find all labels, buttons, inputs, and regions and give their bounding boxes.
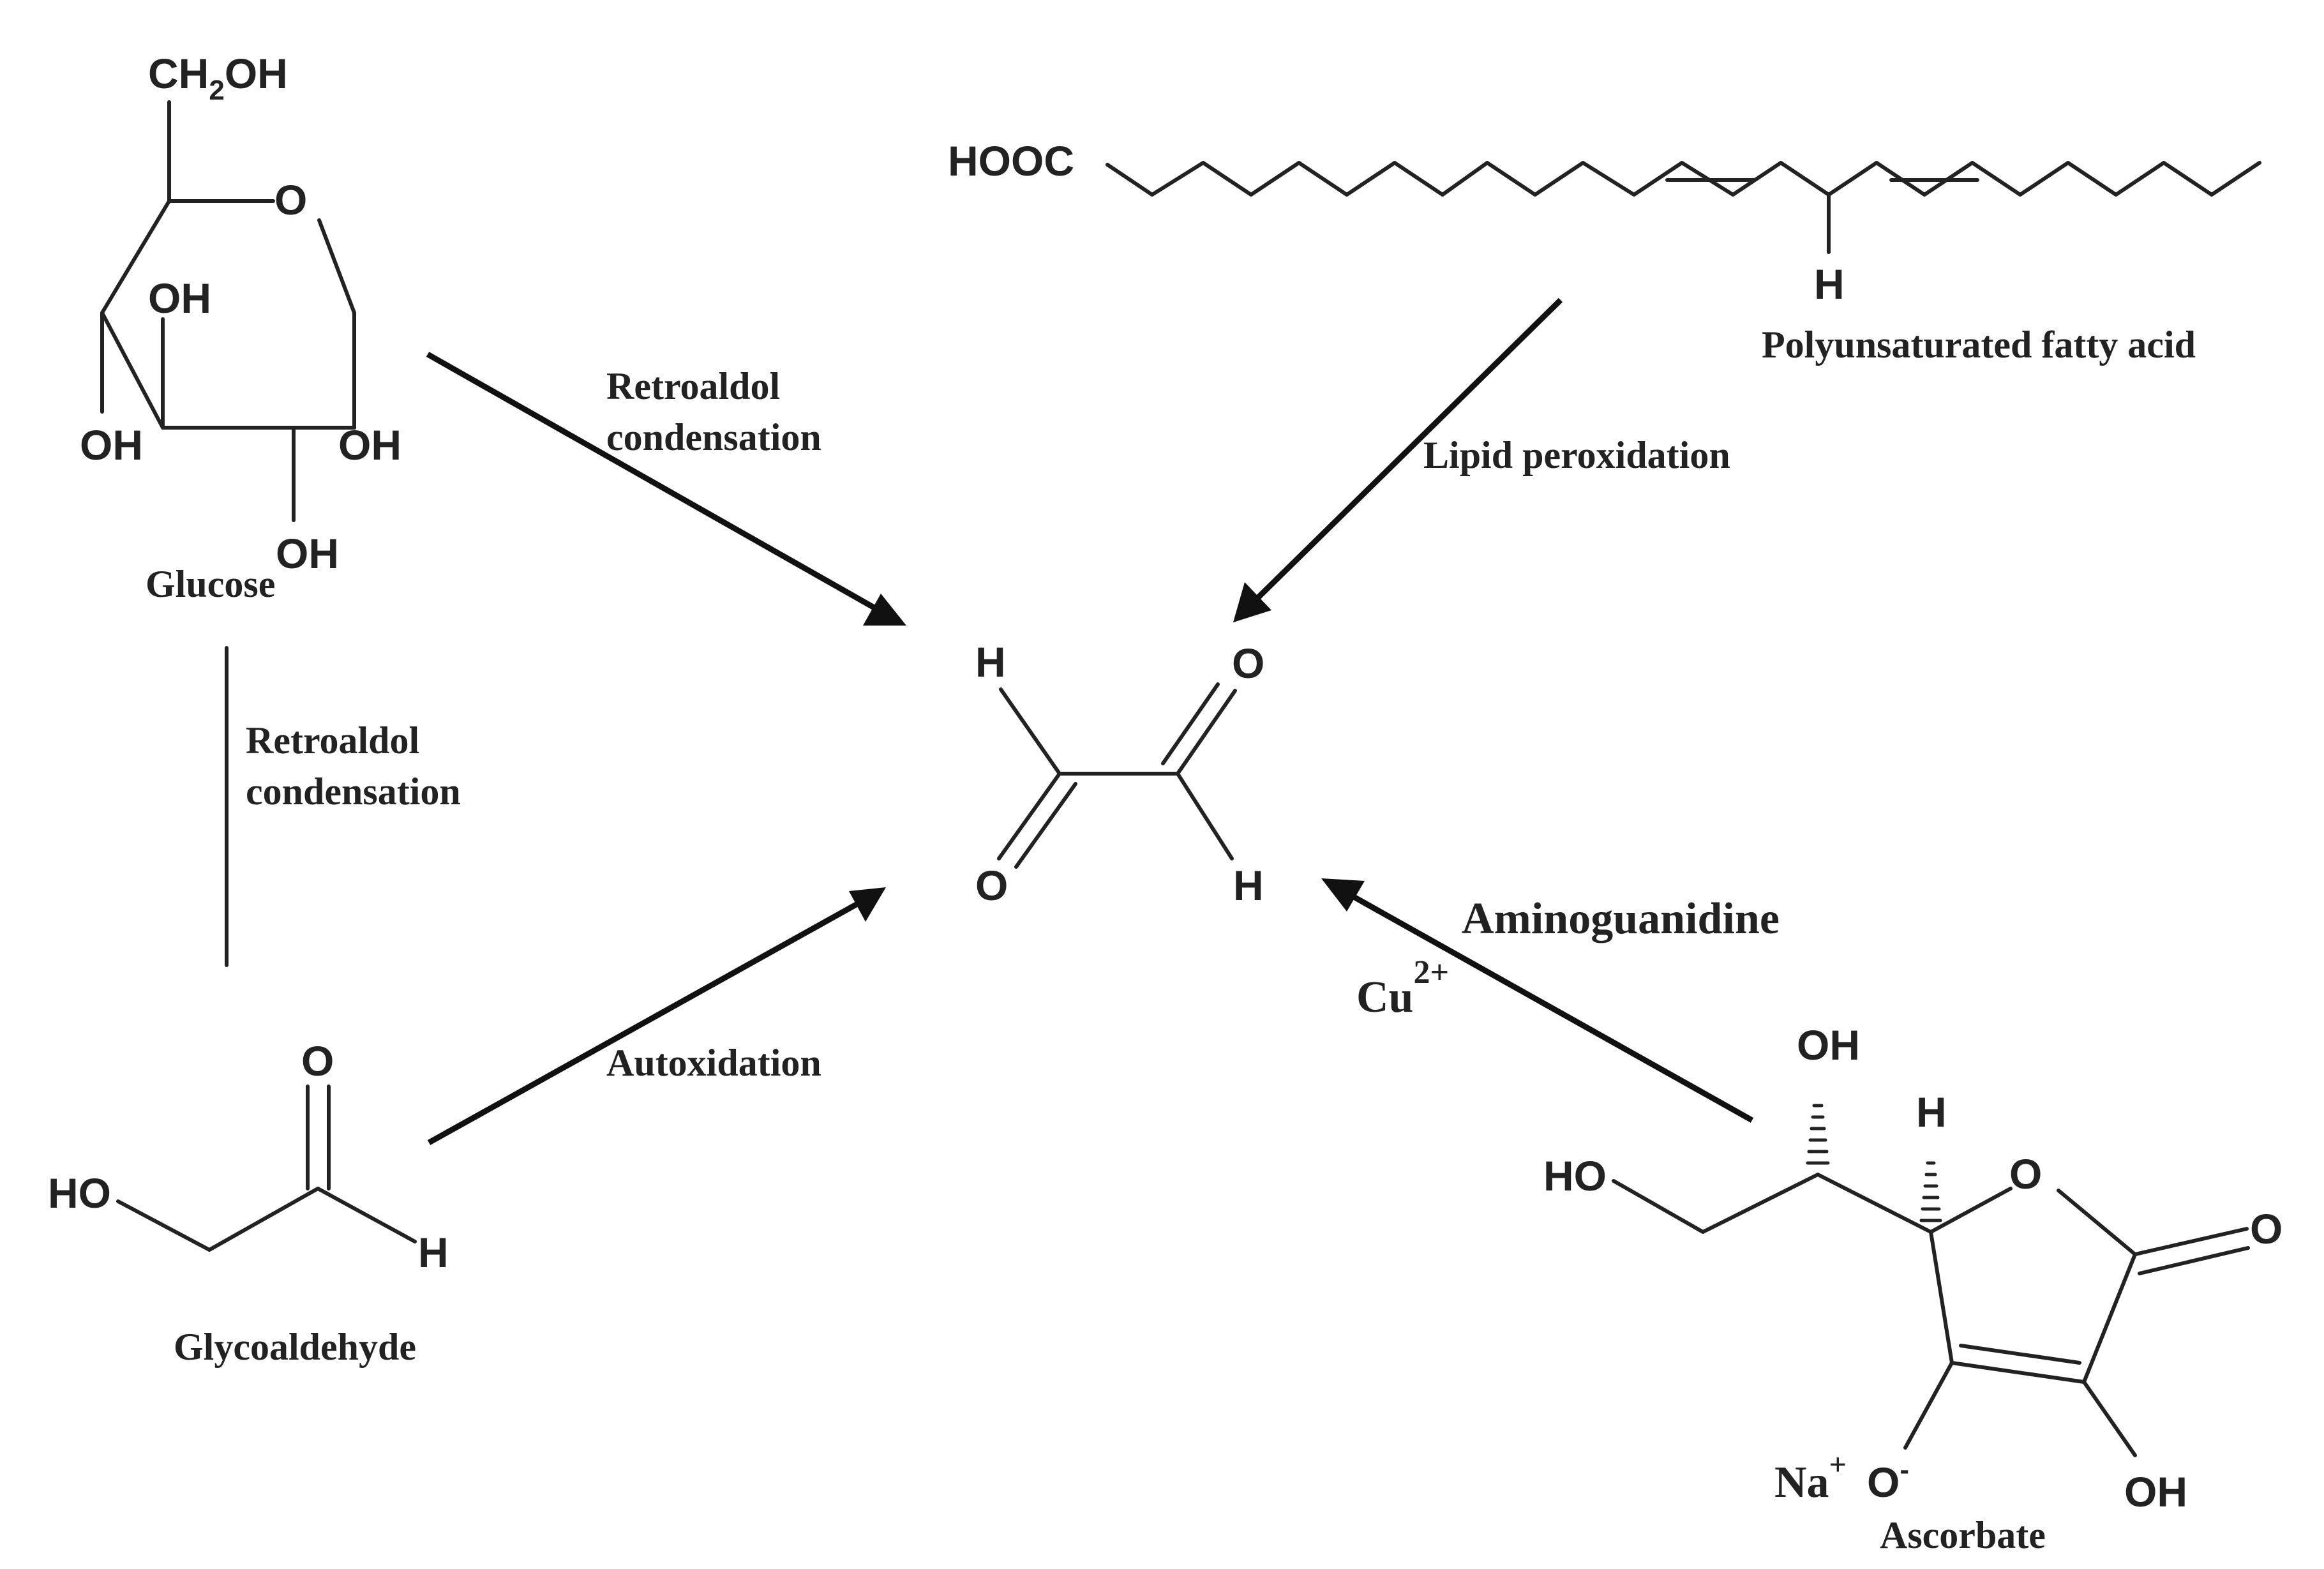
retroaldol-label-line2: condensation [606, 416, 821, 458]
ascorbate-oh-top: OH [1797, 1021, 1860, 1069]
glyoxal-h-left: H [975, 638, 1006, 686]
retroaldol-b-label-line2: condensation [246, 770, 461, 813]
glyoxal-h-right: H [1233, 862, 1264, 909]
glyoxal-molecule: H O O H [975, 638, 1264, 909]
glycoaldehyde-o: O [301, 1037, 334, 1085]
aminoguanidine-label: Aminoguanidine [1462, 894, 1780, 943]
arrow-ascorbate [1321, 878, 1754, 1123]
ascorbate-o-minus: O- [1867, 1454, 1909, 1506]
retroaldol-b-label-line1: Retroaldol [246, 719, 419, 762]
pufa-h: H [1814, 260, 1845, 308]
ascorbate-label: Ascorbate [1880, 1514, 2046, 1556]
arrow-autoxidation [427, 887, 886, 1145]
glycoaldehyde-h: H [418, 1229, 449, 1276]
arrow-lipid-peroxidation [1233, 297, 1563, 622]
ascorbate-na: Na+ [1774, 1448, 1847, 1507]
glucose-label: Glucose [146, 563, 275, 605]
glyoxal-o-right: O [1232, 640, 1264, 687]
glycoaldehyde-label: Glycoaldehyde [174, 1326, 416, 1368]
arrow-retroaldol-glucose [426, 352, 906, 626]
glucose-molecule: CH2OH O OH OH OH OH Glucose [80, 50, 401, 605]
glycoaldehyde-molecule: O H HO Glycoaldehyde [48, 1037, 449, 1368]
pufa-hooc: HOOC [948, 137, 1074, 184]
retroaldol-label-line1: Retroaldol [606, 365, 780, 407]
glucose-ring-o: O [274, 176, 307, 223]
copper-label: Cu2+ [1356, 954, 1449, 1022]
glyoxal-o-left: O [975, 862, 1008, 909]
glucose-ch2-text: CH2OH [148, 50, 288, 106]
ascorbate-oh-bottom: OH [2124, 1468, 2187, 1515]
pufa-molecule: HOOC H Polyunsaturated fatty acid [948, 137, 2261, 366]
pufa-label: Polyunsaturated fatty acid [1762, 324, 2196, 366]
glucose-oh-c1: OH [338, 421, 401, 469]
ascorbate-hash-h [1919, 1161, 1942, 1222]
ascorbate-ring-o: O [2009, 1150, 2042, 1197]
glycoaldehyde-ho: HO [48, 1169, 111, 1217]
ascorbate-ho: HO [1543, 1152, 1607, 1199]
ascorbate-h: H [1916, 1088, 1947, 1136]
ascorbate-carbonyl-o: O [2250, 1205, 2283, 1252]
ascorbate-molecule: HO OH H O O [1543, 1021, 2283, 1556]
glucose-oh-c2: OH [276, 530, 339, 577]
glucose-oh-c4: OH [80, 421, 143, 469]
lipid-peroxidation-label: Lipid peroxidation [1423, 434, 1730, 476]
autoxidation-label: Autoxidation [606, 1042, 821, 1084]
ascorbate-hash-oh [1806, 1104, 1830, 1165]
glucose-oh-c3: OH [148, 274, 211, 322]
